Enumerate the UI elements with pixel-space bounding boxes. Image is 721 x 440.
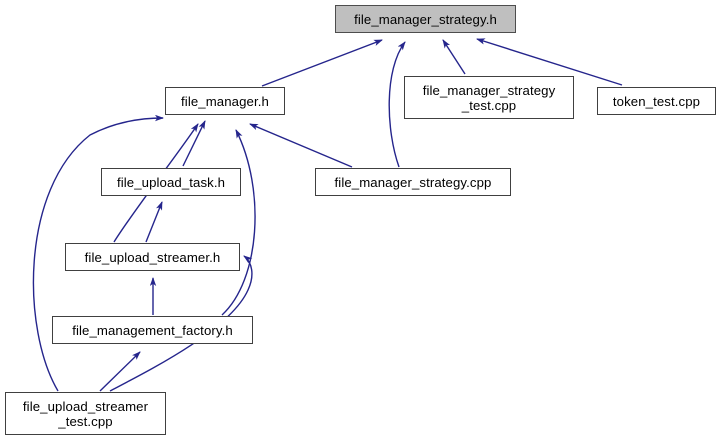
edge-streamer-test-to-upload-streamer	[109, 255, 253, 392]
node-label: file_upload_streamer.h	[84, 249, 221, 265]
node-label: file_manager_strategy _test.cpp	[422, 82, 556, 113]
edge-upload-task-to-file-manager	[182, 120, 206, 167]
edge-upload-streamer-to-upload-task	[145, 201, 163, 243]
node-label: file_management_factory.h	[72, 322, 233, 338]
node-label: file_manager_strategy.h	[354, 11, 497, 27]
node-file-manager-strategy-cpp[interactable]: file_manager_strategy.cpp	[315, 168, 511, 196]
node-file-management-factory-h[interactable]: file_management_factory.h	[52, 316, 253, 344]
node-file-manager-strategy-test-cpp[interactable]: file_manager_strategy _test.cpp	[404, 76, 574, 119]
node-token-test-cpp[interactable]: token_test.cpp	[597, 87, 716, 115]
node-label: file_manager.h	[181, 93, 269, 109]
node-file-upload-streamer-h[interactable]: file_upload_streamer.h	[65, 243, 240, 271]
edge-token-test-cpp-to-root	[476, 38, 623, 86]
node-label: token_test.cpp	[612, 93, 701, 109]
node-file-upload-streamer-test-cpp[interactable]: file_upload_streamer _test.cpp	[5, 392, 166, 435]
edge-strategy-cpp-to-root	[388, 41, 406, 168]
edge-management-factory-to-file-manager	[221, 129, 256, 316]
node-label: file_upload_streamer _test.cpp	[22, 398, 149, 429]
edge-streamer-test-to-file-manager	[32, 114, 164, 392]
node-file-manager-h[interactable]: file_manager.h	[165, 87, 285, 115]
edge-file-manager-h-to-root	[261, 39, 383, 87]
edge-streamer-test-to-management-factory	[99, 351, 141, 392]
edge-strategy-cpp-to-file-manager	[249, 123, 353, 168]
edge-strategy-test-cpp-to-root	[442, 39, 466, 75]
node-file-upload-task-h[interactable]: file_upload_task.h	[101, 168, 241, 196]
node-file-manager-strategy-h[interactable]: file_manager_strategy.h	[335, 5, 516, 33]
node-label: file_manager_strategy.cpp	[334, 174, 492, 190]
node-label: file_upload_task.h	[116, 174, 226, 190]
